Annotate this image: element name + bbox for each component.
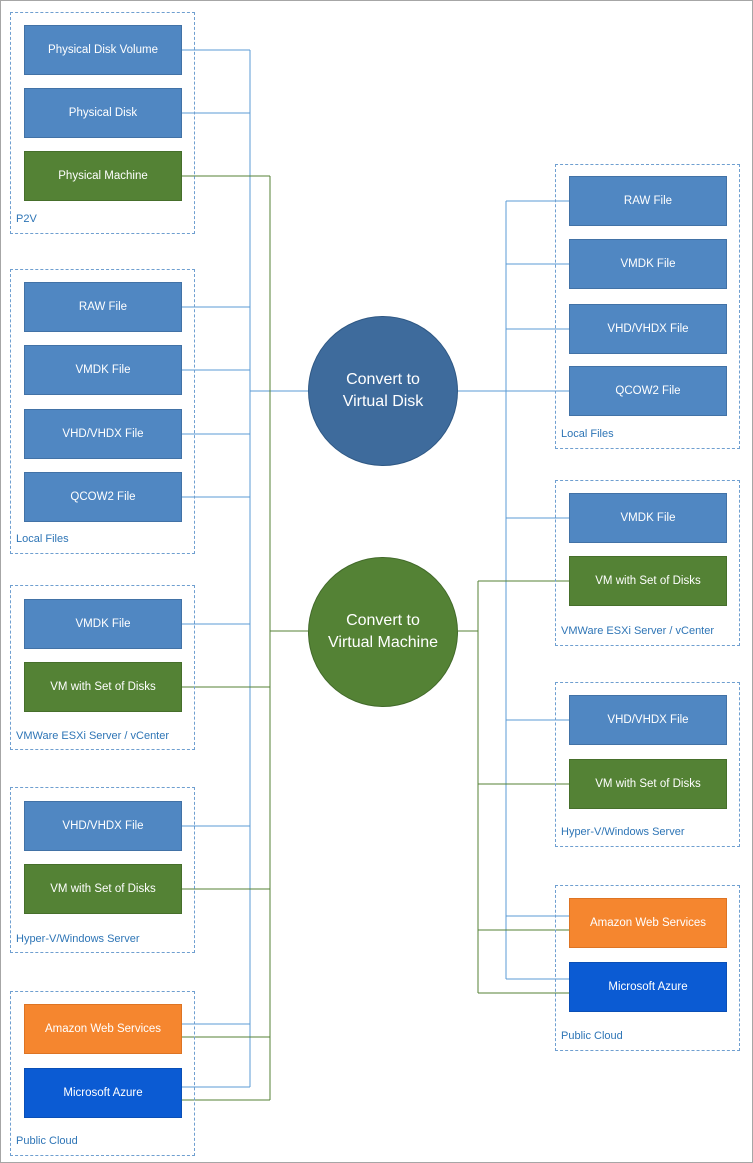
source-physical-disk-volume: Physical Disk Volume xyxy=(24,25,182,75)
source-physical-machine: Physical Machine xyxy=(24,151,182,201)
source-esxi-vm-with-disks: VM with Set of Disks xyxy=(24,662,182,712)
group-p2v xyxy=(10,12,195,234)
target-esxi-vmdk-file: VMDK File xyxy=(569,493,727,543)
target-hyperv-vhd-vhdx-file: VHD/VHDX File xyxy=(569,695,727,745)
target-amazon-web-services: Amazon Web Services xyxy=(569,898,727,948)
hub-vm-line1: Convert to xyxy=(346,612,420,629)
disk-connectors-right xyxy=(458,200,569,980)
source-physical-disk: Physical Disk xyxy=(24,88,182,138)
target-hyperv-vm-with-disks: VM with Set of Disks xyxy=(569,759,727,809)
group-local-files-target xyxy=(555,164,740,449)
group-hyperv-target xyxy=(555,682,740,847)
target-raw-file: RAW File xyxy=(569,176,727,226)
source-hyperv-vhd-vhdx-file: VHD/VHDX File xyxy=(24,801,182,851)
target-microsoft-azure: Microsoft Azure xyxy=(569,962,727,1012)
group-label-local-files-source: Local Files xyxy=(16,533,69,545)
group-label-esxi-source: VMWare ESXi Server / vCenter xyxy=(16,730,170,742)
source-vmdk-file: VMDK File xyxy=(24,345,182,395)
group-hyperv-source xyxy=(10,787,195,953)
group-label-public-cloud-target: Public Cloud xyxy=(561,1030,623,1042)
group-public-cloud-source xyxy=(10,991,195,1156)
source-raw-file: RAW File xyxy=(24,282,182,332)
group-esxi-target xyxy=(555,480,740,646)
source-vhd-vhdx-file: VHD/VHDX File xyxy=(24,409,182,459)
disk-connectors-left xyxy=(182,49,308,1088)
vm-connectors-left xyxy=(182,175,308,1101)
hub-convert-to-virtual-disk: Convert to Virtual Disk xyxy=(308,316,458,466)
source-hyperv-vm-with-disks: VM with Set of Disks xyxy=(24,864,182,914)
group-esxi-source xyxy=(10,585,195,750)
group-label-p2v: P2V xyxy=(16,213,37,225)
source-qcow2-file: QCOW2 File xyxy=(24,472,182,522)
target-esxi-vm-with-disks: VM with Set of Disks xyxy=(569,556,727,606)
target-vhd-vhdx-file: VHD/VHDX File xyxy=(569,304,727,354)
source-esxi-vmdk-file: VMDK File xyxy=(24,599,182,649)
group-public-cloud-target xyxy=(555,885,740,1051)
group-local-files-source xyxy=(10,269,195,554)
group-label-public-cloud-source: Public Cloud xyxy=(16,1135,78,1147)
hub-disk-line2: Virtual Disk xyxy=(342,393,424,410)
group-label-local-files-target: Local Files xyxy=(561,428,614,440)
source-amazon-web-services: Amazon Web Services xyxy=(24,1004,182,1054)
group-label-esxi-target: VMWare ESXi Server / vCenter xyxy=(561,625,715,637)
group-label-hyperv-source: Hyper-V/Windows Server xyxy=(16,933,140,945)
target-qcow2-file: QCOW2 File xyxy=(569,366,727,416)
group-label-hyperv-target: Hyper-V/Windows Server xyxy=(561,826,685,838)
hub-convert-to-virtual-machine: Convert to Virtual Machine xyxy=(308,557,458,707)
hub-vm-line2: Virtual Machine xyxy=(328,634,438,651)
vm-connectors-right xyxy=(458,580,569,994)
hub-disk-line1: Convert to xyxy=(346,371,420,388)
target-vmdk-file: VMDK File xyxy=(569,239,727,289)
source-microsoft-azure: Microsoft Azure xyxy=(24,1068,182,1118)
